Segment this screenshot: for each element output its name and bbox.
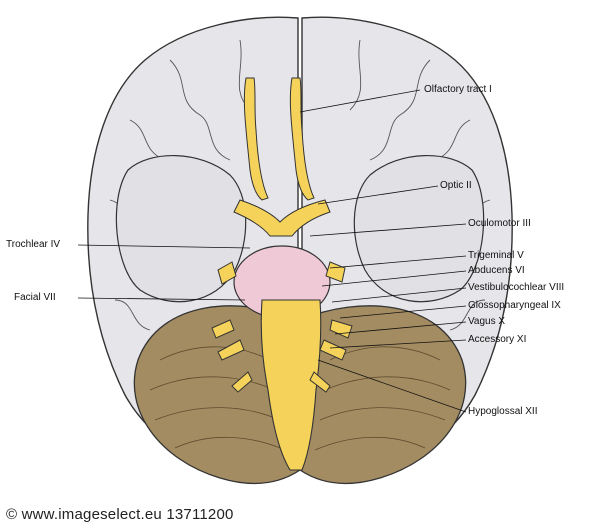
label-vestibulocochlear: Vestibulocochlear VIII	[468, 282, 565, 293]
cranial-nerves	[211, 261, 353, 393]
label-abducens: Abducens VI	[468, 265, 525, 276]
label-oculomotor: Oculomotor III	[468, 218, 531, 229]
left-temporal-lobe	[115, 154, 247, 303]
label-glossopharyngeal: Glossopharyngeal IX	[468, 300, 561, 311]
right-temporal-lobe	[353, 154, 485, 303]
brainstem	[260, 299, 322, 471]
label-hypoglossal: Hypoglossal XII	[468, 406, 538, 417]
label-olfactory: Olfactory tract I	[424, 84, 492, 95]
optic-chiasm	[233, 199, 331, 237]
label-accessory: Accessory XI	[468, 334, 527, 345]
leader-lines	[77, 89, 467, 413]
label-vagus: Vagus X	[468, 316, 506, 327]
watermark: © www.imageselect.eu 13711200	[0, 502, 600, 528]
label-trigeminal: Trigeminal V	[468, 250, 524, 261]
label-trochlear: Trochlear IV	[6, 239, 61, 250]
label-facial: Facial VII	[14, 292, 56, 303]
label-optic: Optic II	[440, 180, 472, 191]
